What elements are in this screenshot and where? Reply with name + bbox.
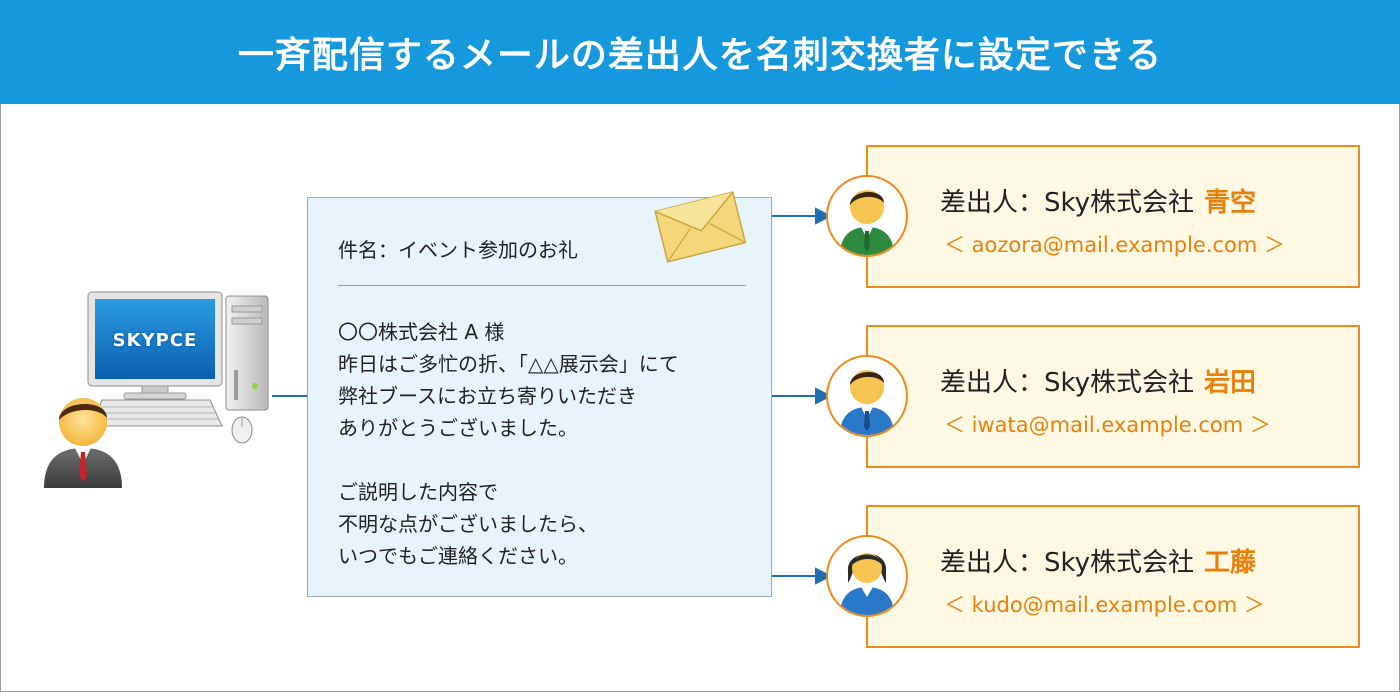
mail-body-line: いつでもご連絡ください。 bbox=[338, 544, 578, 568]
mail-divider bbox=[338, 285, 746, 286]
arrowhead bbox=[815, 207, 833, 225]
sender-line: 差出人：Sky株式会社岩田 bbox=[940, 362, 1256, 399]
sender-email: ＜ kudo@mail.example.com ＞ bbox=[944, 593, 1265, 617]
businessman-icon bbox=[44, 398, 122, 488]
arrows bbox=[772, 207, 833, 585]
page-title: 一斉配信するメールの差出人を名刺交換者に設定できる bbox=[0, 0, 1400, 104]
sender-email: ＜ iwata@mail.example.com ＞ bbox=[944, 413, 1271, 437]
sender-name: 工藤 bbox=[1204, 548, 1257, 578]
male-green-suit-icon bbox=[826, 175, 908, 257]
sender-email: ＜ aozora@mail.example.com ＞ bbox=[944, 233, 1286, 257]
sender-name: 岩田 bbox=[1204, 368, 1257, 398]
mail-preview: 件名：イベント参加のお礼 〇〇株式会社 A 様 昨日はご多忙の折、「△△展示会」… bbox=[307, 197, 772, 597]
connector-line-left bbox=[272, 395, 308, 397]
recipient-card: 差出人：Sky株式会社岩田 ＜ iwata@mail.example.com ＞ bbox=[866, 325, 1360, 468]
sender-prefix: 差出人：Sky株式会社 bbox=[940, 548, 1195, 578]
mail-body-line: 不明な点がございましたら、 bbox=[338, 512, 598, 536]
mail-body-line: ご説明した内容で bbox=[338, 480, 498, 504]
sender-line: 差出人：Sky株式会社工藤 bbox=[940, 542, 1256, 579]
sender-name: 青空 bbox=[1204, 188, 1257, 218]
recipient-card: 差出人：Sky株式会社工藤 ＜ kudo@mail.example.com ＞ bbox=[866, 505, 1360, 648]
arrowhead bbox=[815, 567, 833, 585]
sender-line: 差出人：Sky株式会社青空 bbox=[940, 182, 1256, 219]
mail-body-line: ありがとうございました。 bbox=[338, 416, 578, 440]
sender-prefix: 差出人：Sky株式会社 bbox=[940, 368, 1195, 398]
male-blue-suit-icon bbox=[826, 355, 908, 437]
recipient-card: 差出人：Sky株式会社青空 ＜ aozora@mail.example.com … bbox=[866, 145, 1360, 288]
mail-body-line: 昨日はご多忙の折、「△△展示会」にて bbox=[338, 352, 679, 376]
mail-body-line: 〇〇株式会社 A 様 bbox=[338, 320, 505, 344]
arrowhead bbox=[815, 387, 833, 405]
sender-prefix: 差出人：Sky株式会社 bbox=[940, 188, 1195, 218]
computer-screen-label: SKYPCE bbox=[112, 330, 198, 351]
mail-body-line bbox=[338, 444, 679, 476]
envelope-icon bbox=[654, 191, 747, 263]
mail-body-line: 弊社ブースにお立ち寄りいただき bbox=[338, 384, 637, 408]
female-blue-suit-icon bbox=[826, 535, 908, 617]
mail-body: 〇〇株式会社 A 様 昨日はご多忙の折、「△△展示会」にて 弊社ブースにお立ち寄… bbox=[338, 316, 679, 572]
mail-subject: 件名：イベント参加のお礼 bbox=[338, 238, 578, 262]
